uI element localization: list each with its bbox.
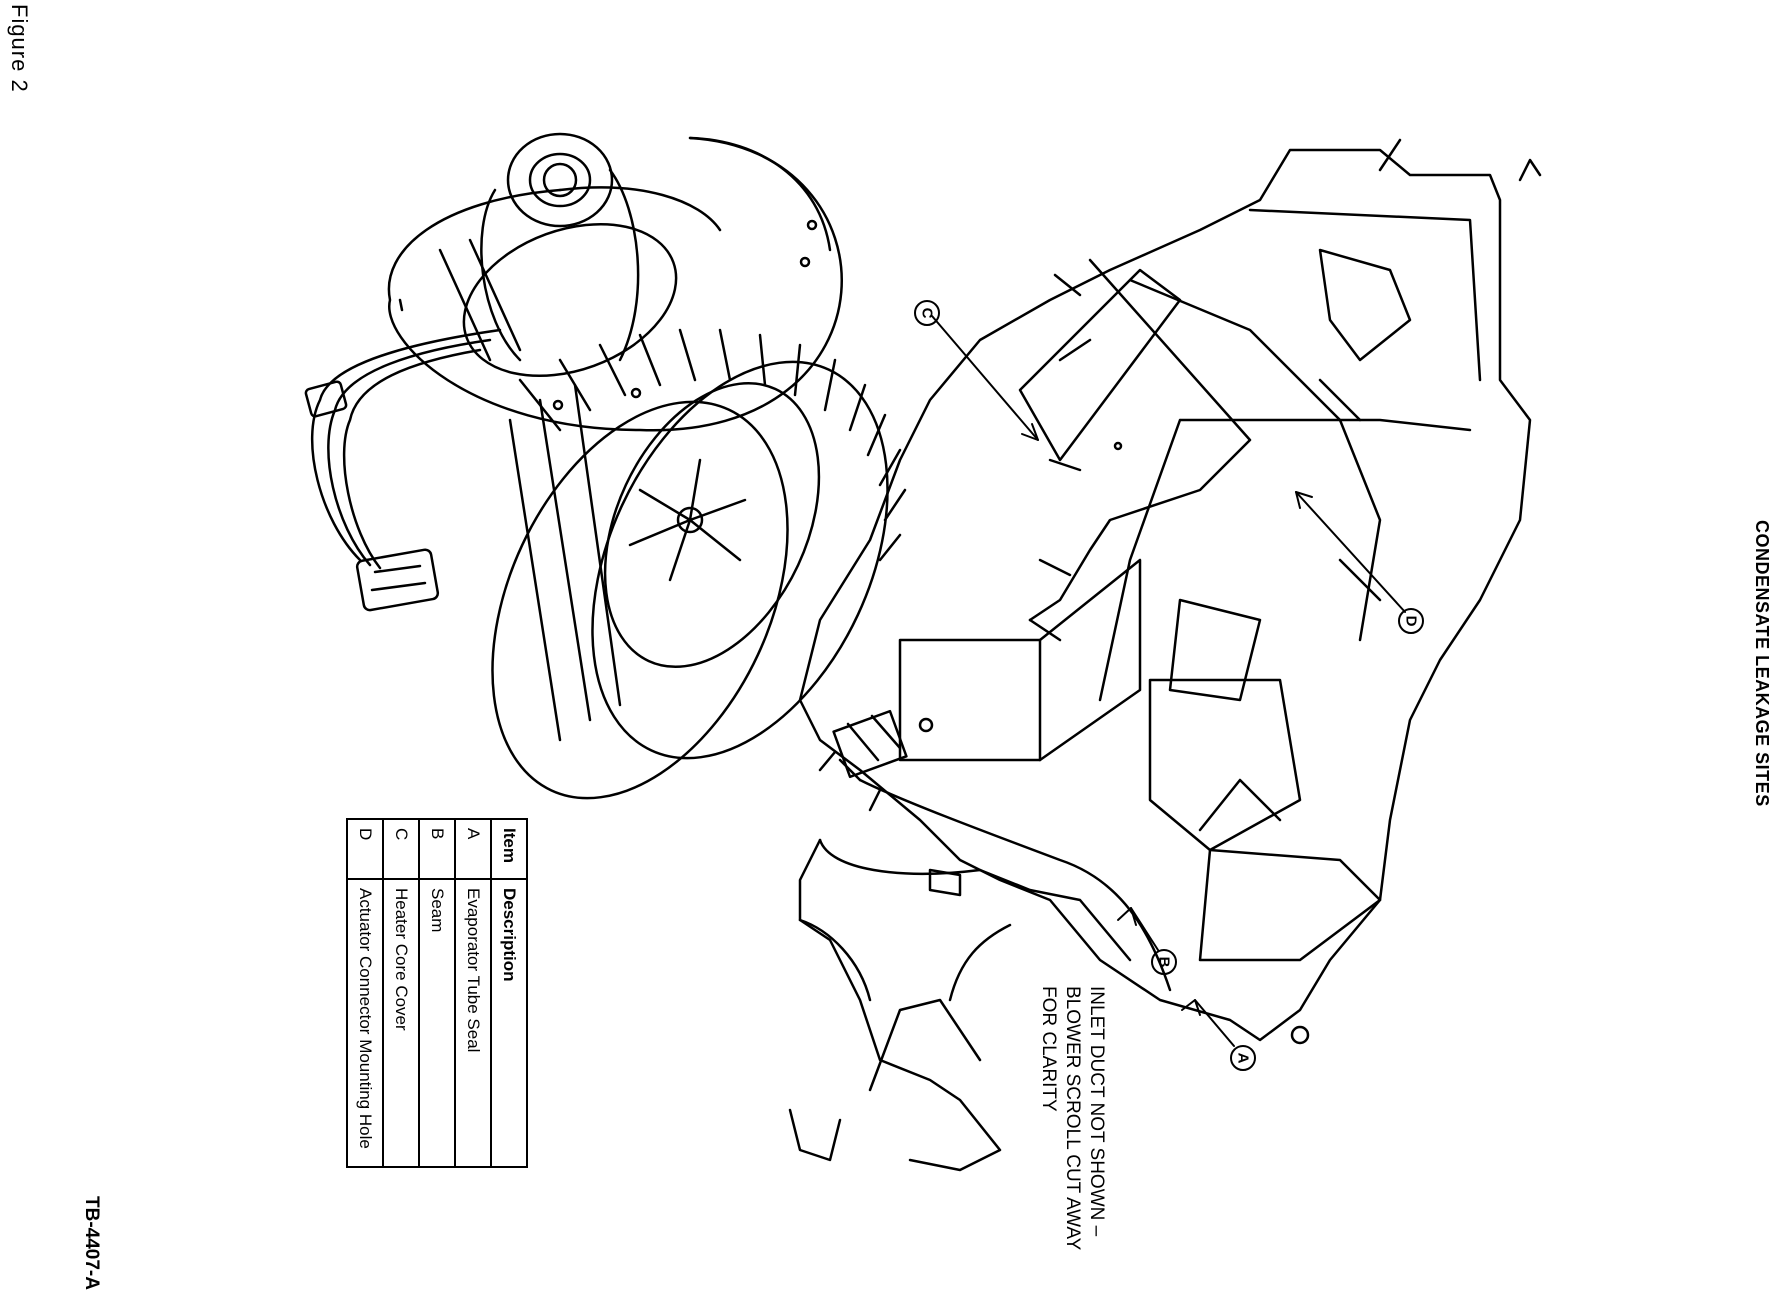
hvac-housing-drawing <box>798 138 1542 1045</box>
blower-motor-drawing <box>387 132 843 432</box>
callout-d-icon: D <box>1398 608 1424 634</box>
blower-wheel-drawing <box>491 328 907 800</box>
wiring-harness-drawing <box>304 328 502 612</box>
callout-c-icon: C <box>914 300 940 326</box>
callout-d-label: D <box>1403 616 1420 627</box>
blower-scroll-drawing <box>788 709 1172 1172</box>
callout-b-label: B <box>1156 957 1173 968</box>
callout-a-icon: A <box>1230 1045 1256 1071</box>
callout-leaders <box>931 315 1406 1047</box>
callout-c-label: C <box>919 308 936 319</box>
callout-markers: A B C D <box>914 300 1424 1071</box>
callout-b-icon: B <box>1151 949 1177 975</box>
callout-a-label: A <box>1235 1053 1252 1064</box>
